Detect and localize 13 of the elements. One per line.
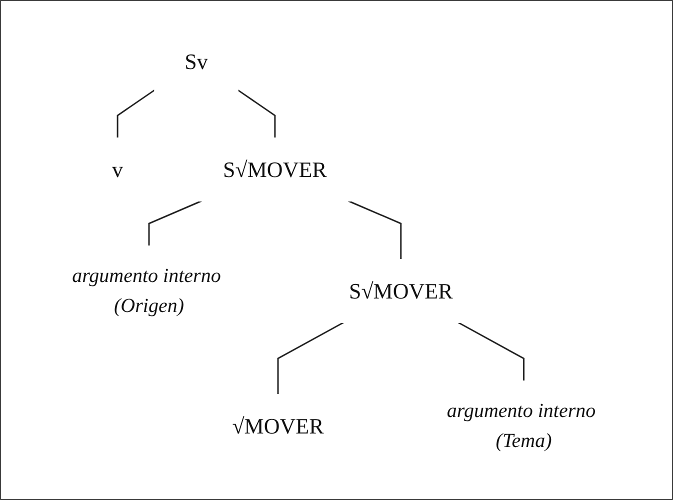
connector [277,321,344,394]
connector [116,88,156,138]
node-text: Sv [184,48,208,74]
connector [238,88,276,138]
node-text: S√MOVER [349,278,453,303]
node-text: √MOVER [232,413,324,438]
node-text: argumento interno (Tema) [447,400,596,452]
node-text: argumento interno (Origen) [72,264,221,316]
connector [148,200,202,246]
node-text: v [112,156,124,182]
connector [348,200,402,259]
connector [458,321,525,380]
node-text: S√MOVER [223,156,327,182]
